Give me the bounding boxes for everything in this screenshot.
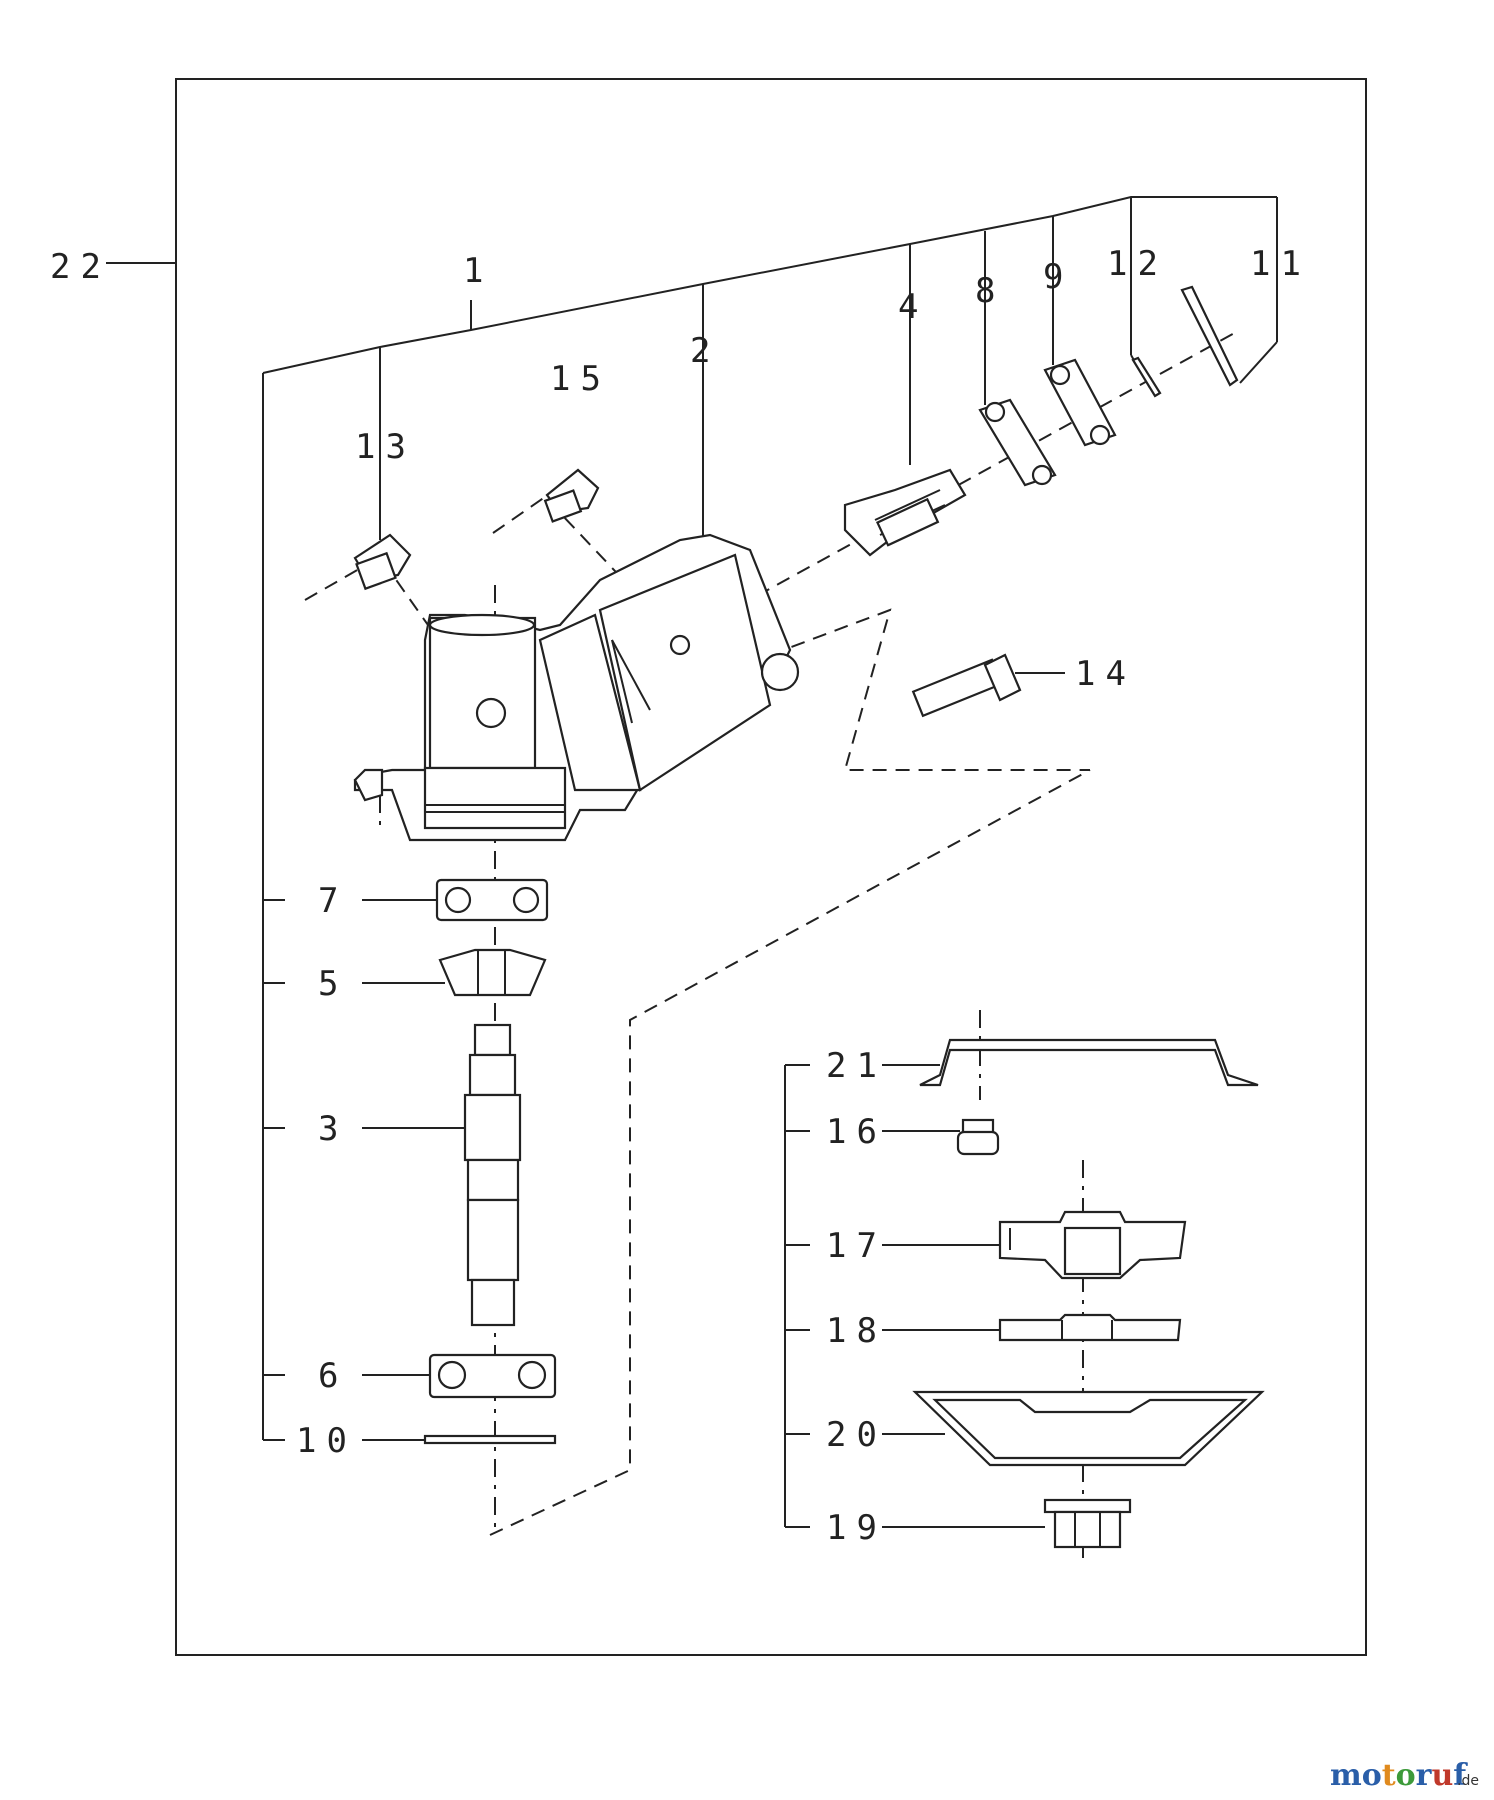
label-21: 21: [826, 1046, 887, 1086]
label-13: 13: [355, 427, 416, 467]
part-bolt-14: [911, 653, 1022, 718]
part-bearing-9: [1043, 358, 1117, 447]
label-8: 8: [975, 271, 1005, 311]
part-bearing-7: [435, 878, 549, 922]
part-pinion-4: [843, 468, 967, 557]
label-15: 15: [550, 359, 611, 399]
watermark-letter: o: [1396, 1758, 1416, 1793]
label-10: 10: [296, 1421, 357, 1461]
watermark-letter: r: [1416, 1758, 1433, 1793]
label-6: 6: [318, 1356, 348, 1396]
label-16: 16: [826, 1112, 887, 1152]
part-bevel-gear-5: [438, 948, 547, 997]
label-11: 11: [1250, 244, 1311, 284]
watermark-letter: m: [1330, 1758, 1362, 1793]
label-9: 9: [1043, 257, 1073, 297]
svg-text:.de: .de: [1457, 1773, 1479, 1789]
part-nut-19: [1043, 1498, 1132, 1549]
part-bearing-8: [978, 398, 1057, 487]
part-gear-housing: [353, 533, 800, 842]
label-2: 2: [690, 331, 720, 371]
part-bolt-15: [543, 468, 600, 523]
label-1: 1: [463, 251, 493, 291]
part-ring-11: [1180, 285, 1239, 387]
label-22: 22: [50, 247, 111, 287]
part-plate-18: [998, 1313, 1182, 1342]
label-20: 20: [826, 1415, 887, 1455]
part-washer-10: [423, 1434, 557, 1445]
label-3: 3: [318, 1109, 348, 1149]
part-washer-12: [1131, 356, 1162, 398]
watermark-letter: o: [1362, 1758, 1382, 1793]
watermark-letter: t: [1382, 1758, 1396, 1793]
part-number-labels: 22 1 2 4 8 9 12 11 15 13 14 7 5 3 6 10 2…: [50, 244, 1311, 1548]
watermark-letter: u: [1431, 1758, 1453, 1793]
part-shaft-3: [463, 1023, 522, 1327]
label-7: 7: [318, 881, 348, 921]
frame-border: [175, 78, 1367, 1656]
label-4: 4: [898, 287, 928, 327]
label-5: 5: [318, 964, 348, 1004]
part-cup-20: [912, 1390, 1265, 1467]
label-17: 17: [826, 1226, 887, 1266]
label-19: 19: [826, 1508, 887, 1548]
part-cover-21: [919, 1038, 1259, 1087]
part-bolt-13: [353, 533, 412, 591]
part-screw-16: [956, 1118, 1000, 1156]
label-12: 12: [1107, 244, 1168, 284]
label-14: 14: [1075, 654, 1136, 694]
watermark-logo: motoruf .de: [1330, 1758, 1479, 1793]
svg-text:motoruf: motoruf: [1330, 1758, 1468, 1793]
watermark-letter: f: [1453, 1758, 1468, 1793]
part-holder-17: [998, 1210, 1187, 1280]
label-18: 18: [826, 1311, 887, 1351]
part-bearing-6: [428, 1353, 557, 1399]
